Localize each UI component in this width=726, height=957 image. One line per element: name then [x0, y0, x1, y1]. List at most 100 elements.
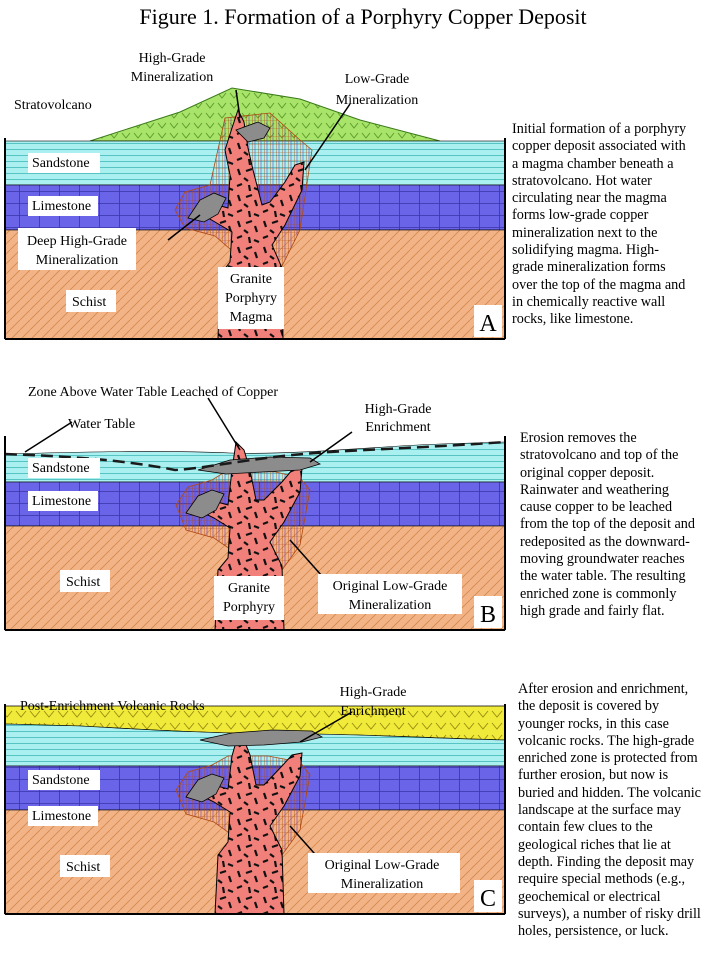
pointer-water-table — [24, 421, 73, 453]
desc-line: cause copper to be leached — [520, 499, 673, 516]
label-bg-original — [308, 853, 460, 893]
label-limestone: Limestone — [32, 494, 91, 509]
label-enrichment-line2: Enrichment — [340, 704, 405, 719]
label-bg-schist — [66, 290, 116, 312]
panel-letter-c: C — [480, 886, 496, 912]
desc-line: volcanic rocks. The high-grade — [518, 732, 695, 749]
label-bg-sandstone — [28, 153, 100, 173]
label-granite-line2: Porphyry — [223, 600, 275, 615]
label-high-grade-line2: Mineralization — [131, 70, 213, 85]
label-high-grade-line1: High-Grade — [139, 51, 206, 66]
label-bg-granite — [214, 576, 284, 620]
pointer-low-grade — [304, 103, 351, 171]
desc-line: solidifying magma. High- — [512, 242, 659, 259]
desc-line: circulating near the magma — [512, 190, 667, 207]
panel-letter-b: B — [480, 602, 496, 628]
desc-line: landscape at the surface may — [518, 802, 682, 819]
desc-line: grade mineralization forms — [512, 259, 666, 276]
desc-line: surveys), a number of risky drill — [518, 905, 701, 922]
description-panel-a: Initial formation of a porphyry copper d… — [512, 121, 686, 329]
granite-porphyry — [197, 739, 303, 915]
label-bg-schist — [60, 570, 110, 592]
desc-line: original copper deposit. — [520, 464, 655, 481]
desc-line: geochemical or electrical — [518, 888, 661, 905]
desc-line: further erosion, but now is — [518, 767, 669, 784]
desc-line: depth. Finding the deposit may — [518, 853, 695, 870]
desc-line: enriched zone is commonly — [520, 585, 677, 602]
label-stratovolcano: Stratovolcano — [14, 98, 92, 113]
description-panel-b: Erosion removes the stratovolcano and to… — [520, 430, 695, 620]
label-original-line1: Original Low-Grade — [333, 579, 448, 594]
desc-line: geological riches that lie at — [518, 836, 671, 853]
label-bg-schist — [60, 855, 110, 877]
label-sandstone: Sandstone — [32, 156, 90, 171]
desc-line: holes, persistence, or luck. — [518, 923, 669, 940]
desc-line: require special methods (e.g., — [518, 871, 686, 888]
pointer-deep — [167, 214, 201, 241]
desc-line: in chemically reactive wall — [512, 293, 666, 310]
desc-line: the deposit is covered by — [518, 698, 660, 715]
desc-line: copper deposit associated with — [512, 138, 686, 155]
desc-line: enriched zone is protected from — [518, 750, 698, 767]
desc-line: stratovolcano. Hot water — [512, 172, 652, 189]
desc-line: Erosion removes the — [520, 430, 637, 446]
label-bg-limestone — [28, 806, 98, 826]
panel-a: High-Grade Mineralization Stratovolcano … — [4, 44, 506, 340]
desc-line: Rainwater and weathering — [520, 481, 669, 498]
pointer-enrichment — [309, 431, 353, 463]
label-deep-line2: Mineralization — [36, 253, 118, 268]
label-deep-line1: Deep High-Grade — [27, 234, 127, 249]
desc-line: rocks, like limestone. — [512, 311, 634, 328]
desc-line: high grade and fairly flat. — [520, 602, 665, 619]
desc-line: younger rocks, in this case — [518, 715, 669, 732]
figure-title: Figure 1. Formation of a Porphyry Copper… — [139, 4, 587, 29]
high-grade-cap-zone — [235, 121, 271, 143]
desc-line: moving groundwater reaches — [520, 551, 685, 568]
label-sandstone: Sandstone — [32, 773, 90, 788]
desc-line: mineralization next to the — [512, 224, 658, 241]
label-granite-line1: Granite — [228, 581, 270, 596]
label-enrichment-line1: High-Grade — [365, 402, 432, 417]
label-bg-granite — [218, 267, 284, 329]
desc-line: redeposited as the downward- — [520, 533, 690, 550]
desc-line: the water table. The resulting — [520, 568, 686, 585]
label-limestone: Limestone — [32, 809, 91, 824]
label-schist: Schist — [72, 295, 106, 310]
panel-letter-bg-b — [474, 596, 502, 628]
pointer-high-grade — [235, 89, 241, 119]
label-low-grade-line1: Low-Grade — [345, 72, 410, 87]
label-bg-sandstone — [28, 770, 100, 790]
pointer-leached — [207, 397, 241, 451]
label-schist: Schist — [66, 860, 100, 875]
label-granite-line2: Porphyry — [225, 291, 277, 306]
label-bg-high-grade — [123, 44, 221, 86]
panel-letter-a: A — [479, 311, 497, 337]
pointer-enrichment — [299, 711, 353, 743]
desc-line: stratovolcano and top of the — [520, 447, 679, 464]
panel-c: Post-Enrichment Volcanic Rocks High-Grad… — [4, 685, 506, 915]
desc-line: After erosion and enrichment, — [518, 681, 689, 697]
label-volcanic: Post-Enrichment Volcanic Rocks — [20, 699, 205, 714]
label-bg-deep — [18, 228, 136, 270]
desc-line: Initial formation of a porphyry — [512, 121, 687, 137]
desc-line: a magma chamber beneath a — [512, 155, 674, 172]
label-bg-original — [318, 574, 462, 614]
desc-line: contain few clues to the — [518, 819, 653, 836]
high-grade-enrichment-blanket — [197, 456, 321, 475]
label-schist: Schist — [66, 575, 100, 590]
label-low-grade-line2: Mineralization — [336, 93, 418, 108]
pointer-original — [289, 539, 323, 577]
label-original-line2: Mineralization — [341, 877, 423, 892]
panel-letter-bg-a — [474, 305, 502, 337]
label-original-line2: Mineralization — [349, 598, 431, 613]
desc-line: forms low-grade copper — [512, 207, 649, 224]
label-enrichment-line2: Enrichment — [365, 420, 430, 435]
label-limestone: Limestone — [32, 199, 91, 214]
label-sandstone: Sandstone — [32, 461, 90, 476]
description-panel-c: After erosion and enrichment, the deposi… — [518, 681, 701, 940]
deep-high-grade-zone — [187, 192, 227, 223]
label-granite-line1: Granite — [230, 272, 272, 287]
label-bg-limestone — [28, 491, 98, 511]
panel-letter-bg-c — [474, 880, 502, 912]
